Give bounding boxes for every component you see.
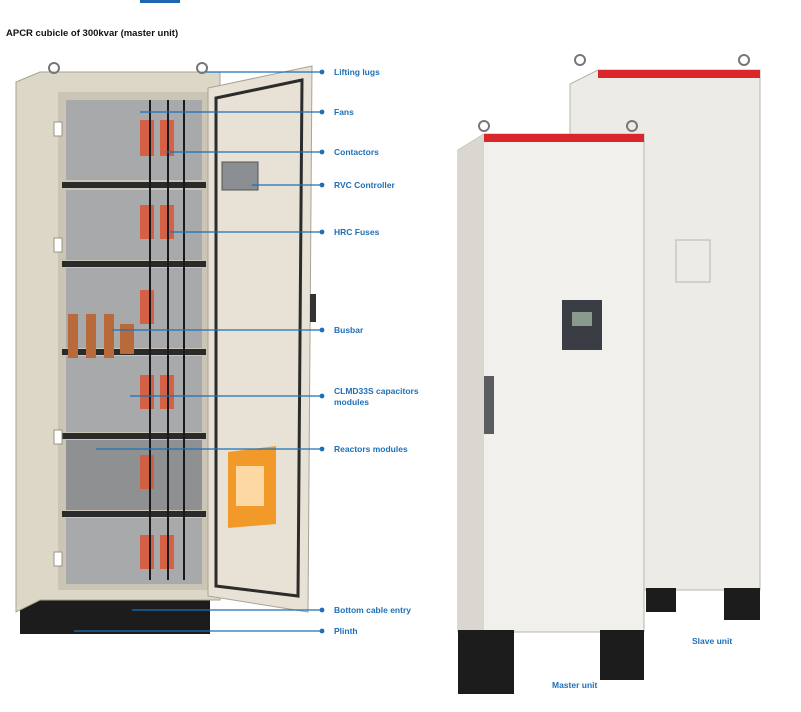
- plinth-block: [20, 596, 210, 634]
- module-tier-2: [66, 190, 202, 260]
- caption-slave-unit: Slave unit: [692, 636, 733, 646]
- callout-rvc-controller: RVC Controller: [334, 180, 395, 190]
- callout-capacitor-modules-line1: CLMD33S capacitors: [334, 386, 419, 396]
- callout-lifting-lugs: Lifting lugs: [334, 67, 380, 77]
- slave-unit-red-stripe: [598, 70, 760, 78]
- callout-busbar: Busbar: [334, 325, 364, 335]
- callout-bottom-cable-entry: Bottom cable entry: [334, 605, 411, 615]
- callout-hrc-fuses: HRC Fuses: [334, 227, 380, 237]
- master-unit-red-stripe: [484, 134, 644, 142]
- callout-plinth: Plinth: [334, 626, 358, 636]
- module-tier-1: [66, 100, 202, 180]
- caption-master-unit: Master unit: [552, 680, 598, 690]
- callout-capacitor-modules: CLMD33S capacitors modules: [334, 386, 419, 408]
- rvc-controller-unit: [221, 161, 259, 191]
- callout-contactors: Contactors: [334, 147, 379, 157]
- callout-reactors-modules: Reactors modules: [334, 444, 408, 454]
- callout-capacitor-modules-line2: modules: [334, 397, 369, 407]
- module-tier-6: [66, 518, 202, 584]
- module-tier-4: [66, 356, 202, 432]
- master-door-handle: [484, 376, 494, 434]
- closed-cubicles: [457, 54, 761, 694]
- module-tier-5: [66, 440, 202, 510]
- top-accent-bar: [140, 0, 180, 3]
- open-door: [207, 65, 313, 613]
- open-cubicle: [15, 62, 316, 634]
- callout-fans: Fans: [334, 107, 354, 117]
- callout-leaders: [74, 69, 325, 634]
- page-title: APCR cubicle of 300kvar (master unit): [6, 28, 179, 39]
